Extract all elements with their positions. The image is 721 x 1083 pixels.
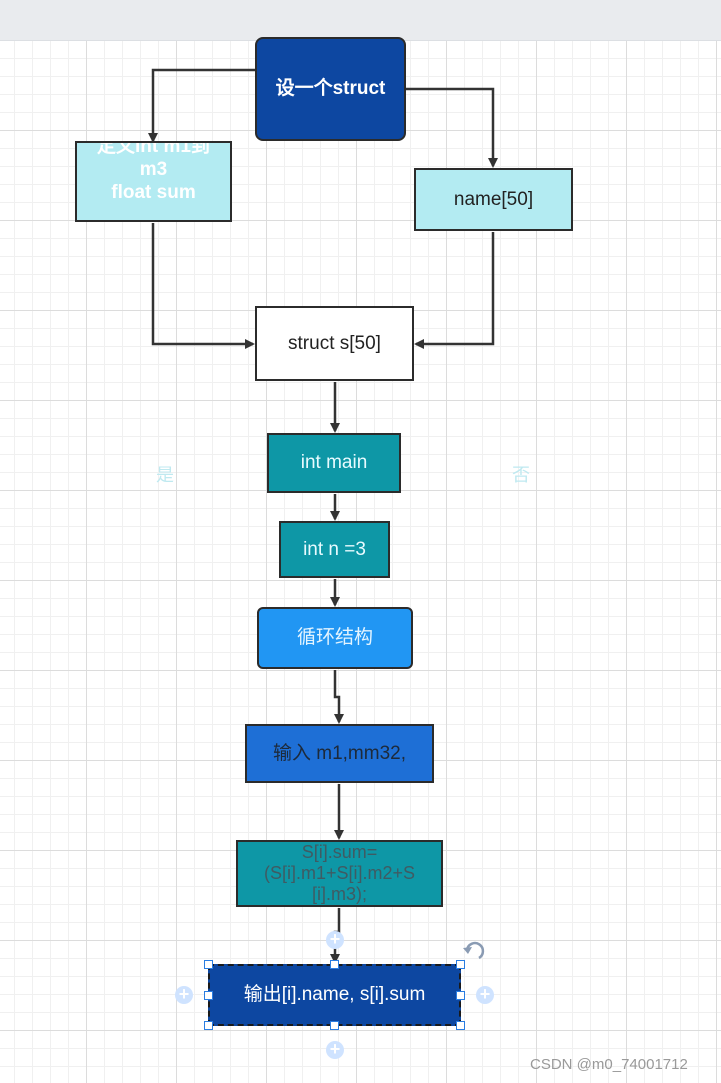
edge-define-to-struct-array[interactable] — [151, 223, 255, 349]
resize-handle-bottom-left[interactable] — [204, 1021, 213, 1030]
node-int-n[interactable]: int n =3 — [279, 521, 390, 578]
node-struct-array[interactable]: struct s[50] — [255, 306, 414, 381]
node-output-selected[interactable]: 输出[i].name, s[i].sum — [208, 964, 461, 1026]
node-sum[interactable]: S[i].sum= (S[i].m1+S[i].m2+S [i].m3); — [236, 840, 443, 907]
node-define-fields[interactable]: 定义int m1到 m3 float sum — [75, 141, 232, 222]
edge-name-to-struct-array[interactable] — [414, 232, 495, 349]
resize-handle-left[interactable] — [204, 991, 213, 1000]
resize-handle-top-left[interactable] — [204, 960, 213, 969]
plus-icon[interactable]: + — [326, 1040, 344, 1059]
resize-handle-right[interactable] — [456, 991, 465, 1000]
resize-handle-top[interactable] — [330, 960, 339, 969]
watermark: CSDN @m0_74001712 — [530, 1056, 688, 1073]
resize-handle-top-right[interactable] — [456, 960, 465, 969]
rotate-icon[interactable] — [462, 938, 488, 964]
node-define-fields-label: 定义int m1到 m3 float sum — [97, 141, 210, 203]
node-struct[interactable]: 设一个struct — [255, 37, 406, 141]
plus-icon[interactable]: + — [476, 985, 494, 1004]
label-yes: 是 — [156, 465, 174, 485]
plus-icon[interactable]: + — [175, 985, 193, 1004]
edge-loop-to-input[interactable] — [333, 670, 344, 724]
node-name-array[interactable]: name[50] — [414, 168, 573, 231]
resize-handle-bottom-right[interactable] — [456, 1021, 465, 1030]
edge-struct-to-define[interactable] — [148, 68, 300, 143]
resize-handle-bottom[interactable] — [330, 1021, 339, 1030]
plus-icon[interactable]: + — [326, 930, 344, 949]
label-no: 否 — [512, 465, 530, 485]
edge-struct-to-name[interactable] — [406, 87, 498, 168]
node-input[interactable]: 输入 m1,mm32, — [245, 724, 434, 783]
node-loop[interactable]: 循环结构 — [257, 607, 413, 669]
node-int-main[interactable]: int main — [267, 433, 401, 493]
